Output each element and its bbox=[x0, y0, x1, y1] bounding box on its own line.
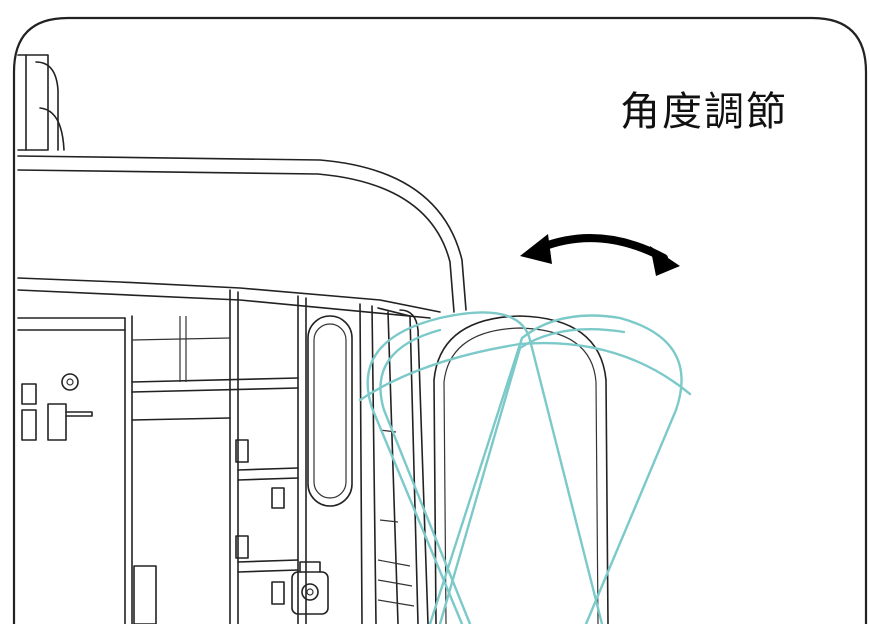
handle-center bbox=[433, 315, 609, 624]
top-handle bbox=[17, 54, 65, 151]
handle-motion-range bbox=[358, 311, 692, 624]
angle-adjustment-label: 角度調節 bbox=[620, 89, 788, 135]
connector bbox=[291, 561, 329, 615]
device-body bbox=[17, 155, 467, 624]
frame-border bbox=[12, 16, 868, 624]
curved-double-arrow-icon bbox=[520, 234, 680, 276]
